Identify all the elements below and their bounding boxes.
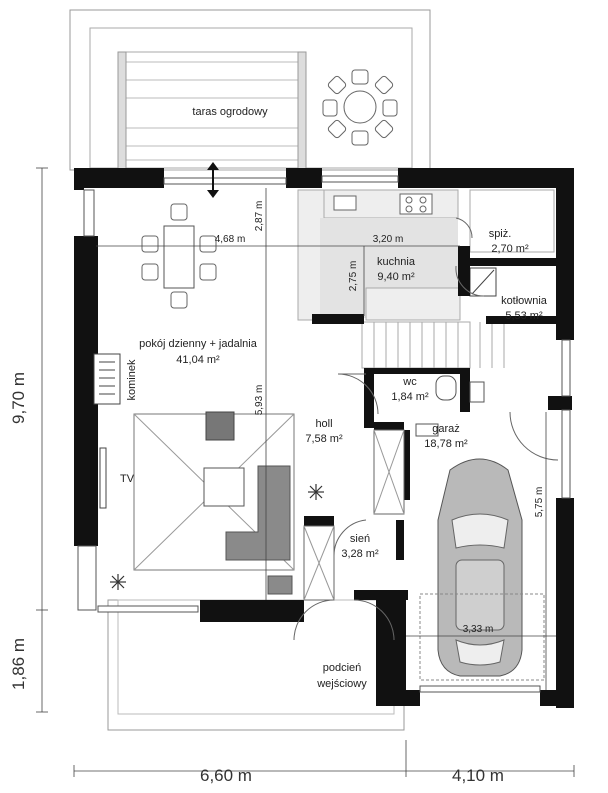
car-icon: [437, 458, 523, 677]
dim-kitchen-depth: 2,75 m: [348, 261, 359, 292]
tv-label: TV: [120, 473, 135, 485]
dim-width-left: 6,60 m: [200, 766, 252, 785]
vestibule-area: 3,28 m²: [341, 548, 379, 560]
pantry-label: spiż.: [489, 228, 512, 240]
walls: [74, 168, 574, 708]
dim-garage-depth: 5,75 m: [534, 487, 545, 518]
living-area: 41,04 m²: [176, 354, 220, 366]
living-label: pokój dzienny + jadalnia: [139, 338, 258, 350]
dim-living-width: 4,68 m: [215, 234, 246, 245]
dim-kitchen-width: 3,20 m: [373, 234, 404, 245]
wc-area: 1,84 m²: [391, 391, 429, 403]
fireplace-icon: [93, 353, 121, 405]
garage-label: garaż: [432, 423, 460, 435]
toilet-icon: [435, 375, 457, 401]
porch-label-1: podcień: [323, 662, 362, 674]
washbasin-icon: [469, 381, 485, 403]
terrace: taras ogrodowy: [69, 9, 431, 171]
garden-table-icon: [322, 69, 398, 146]
garage-area: 18,78 m²: [424, 438, 468, 450]
stairs: [361, 321, 505, 369]
vestibule-label: sień: [350, 533, 370, 545]
dim-living-depth-top: 2,87 m: [254, 201, 265, 232]
kitchen-area: 9,40 m²: [377, 271, 415, 283]
dimension-lines: [36, 167, 575, 777]
living-rug: [133, 411, 295, 571]
dim-garage-width: 3,33 m: [463, 624, 494, 635]
pantry-area: 2,70 m²: [491, 243, 529, 255]
dim-living-depth: 5,93 m: [254, 385, 265, 416]
tv-icon: [99, 447, 107, 509]
dim-porch-depth: 1,86 m: [9, 638, 28, 690]
porch-label-2: wejściowy: [316, 678, 367, 690]
boiler-room-label: kotłownia: [501, 295, 548, 307]
kitchen-label: kuchnia: [377, 256, 416, 268]
doors: [293, 217, 559, 641]
dining-table-icon: [141, 203, 217, 309]
double-arrow-icon: [207, 162, 219, 198]
hall-label: holl: [315, 418, 332, 430]
dim-total-depth: 9,70 m: [9, 372, 28, 424]
garage-sink-icon: [415, 423, 439, 437]
terrace-label: taras ogrodowy: [192, 106, 268, 118]
sink-icon: [333, 195, 357, 211]
cooktop-icon: [399, 193, 433, 215]
dim-width-right: 4,10 m: [452, 766, 504, 785]
kitchen: [297, 189, 461, 321]
wc-label: wc: [402, 376, 417, 388]
sofa-icon: [225, 465, 293, 595]
boiler-room-area: 5,53 m²: [505, 310, 543, 322]
windows: [77, 175, 571, 693]
hall-area: 7,58 m²: [305, 433, 343, 445]
plant-icon: [110, 484, 324, 590]
fireplace-label: kominek: [126, 359, 138, 400]
